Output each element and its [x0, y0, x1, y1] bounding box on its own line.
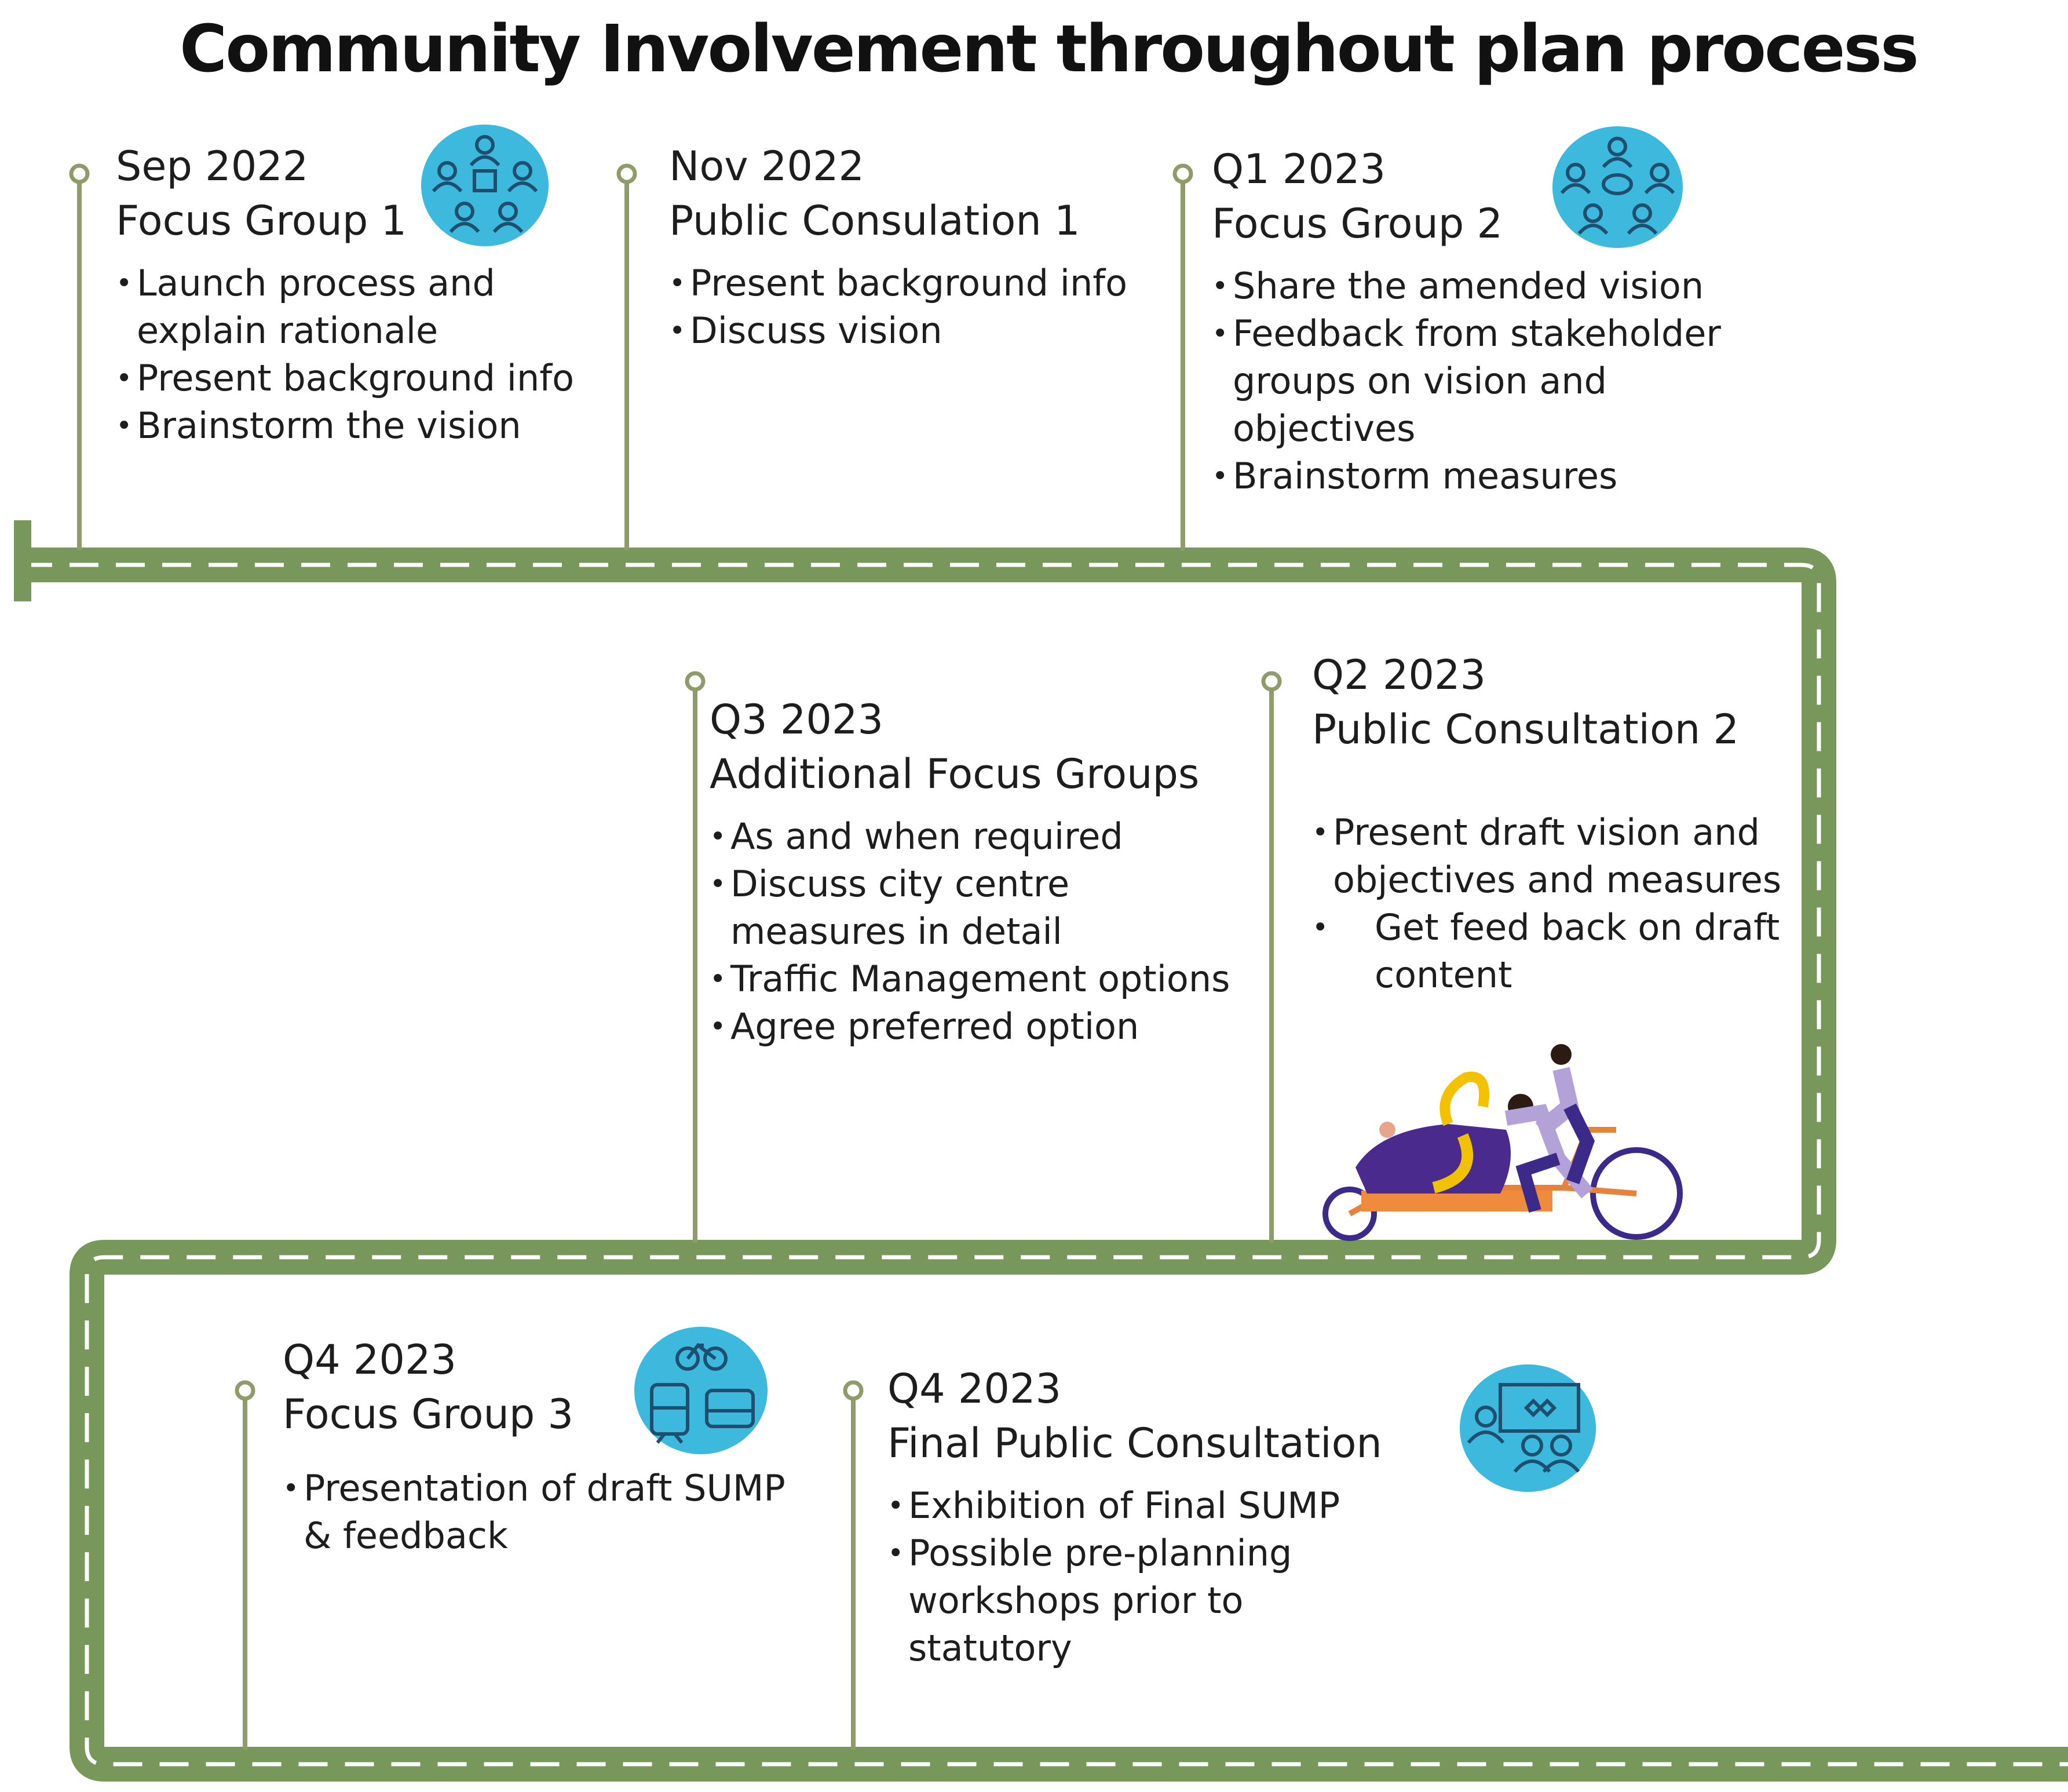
milestone-name: Public Consultation 2 [1312, 706, 1739, 753]
bullet-item: Traffic Management options [710, 955, 1231, 1003]
milestone-name: Additional Focus Groups [710, 750, 1200, 798]
milestone-bullets: Presentation of draft SUMP & feedback [283, 1465, 804, 1560]
milestone-sep-2022: Sep 2022 Focus Group 1 Launch process an… [116, 139, 626, 450]
milestone-q2-2023: Q2 2023 Public Consultation 2 Present dr… [1312, 648, 1810, 999]
milestone-date: Sep 2022 [116, 143, 309, 190]
road-centre-dashes [23, 563, 2068, 1767]
stem-7-dot [843, 1380, 864, 1401]
milestone-name: Public Consulation 1 [669, 197, 1080, 244]
bullet-item: Presentation of draft SUMP & feedback [283, 1465, 813, 1560]
stem-3-dot [1172, 163, 1193, 184]
milestone-date: Q4 2023 [283, 1336, 457, 1384]
bullet-item: Discuss city centre measures in detail [710, 860, 1231, 955]
transport-modes-icon [634, 1327, 768, 1454]
milestone-bullets: As and when required Discuss city centre… [710, 813, 1231, 1050]
milestone-nov-2022: Nov 2022 Public Consulation 1 Present ba… [669, 139, 1161, 355]
cargo-bike-illustration [1322, 1044, 1683, 1241]
milestone-q4-2023-final-consultation: Q4 2023 Final Public Consultation Exhibi… [887, 1362, 1438, 1672]
milestone-bullets: Present draft vision and objectives and … [1312, 809, 1810, 999]
milestone-bullets: Launch process and explain rationale Pre… [116, 260, 626, 450]
presentation-audience-icon [1460, 1364, 1596, 1492]
stem-6-dot [235, 1380, 255, 1401]
focus-group-people-icon [421, 125, 549, 246]
milestone-bullets: Present background info Discuss vision [669, 260, 1161, 355]
stem-1-dot [69, 163, 90, 184]
bullet-item: As and when required [710, 813, 1231, 860]
bullet-item: Get feed back on draft content [1312, 904, 1810, 999]
bullet-item: Agree preferred option [710, 1003, 1231, 1050]
bullet-item: Present background info [669, 260, 1161, 307]
stem-2-dot [616, 163, 637, 184]
bullet-item: Present draft vision and objectives and … [1312, 809, 1810, 904]
milestone-q4-2023-focus-group-3: Q4 2023 Focus Group 3 Presentation of dr… [283, 1333, 804, 1560]
road-start-cap [14, 520, 31, 601]
bullet-item: Discuss vision [669, 307, 1161, 355]
milestone-q1-2023: Q1 2023 Focus Group 2 Share the amended … [1212, 142, 1722, 500]
milestone-q3-2023: Q3 2023 Additional Focus Groups As and w… [710, 692, 1231, 1050]
milestone-date: Q1 2023 [1212, 145, 1386, 193]
milestone-date: Nov 2022 [669, 143, 865, 190]
milestone-date: Q4 2023 [887, 1365, 1062, 1413]
bullet-item: Share the amended vision [1212, 262, 1722, 310]
bullet-item: Feedback from stakeholder groups on visi… [1212, 310, 1722, 452]
stem-4-dot [685, 671, 706, 692]
milestone-bullets: Exhibition of Final SUMP Possible pre-pl… [887, 1482, 1438, 1672]
milestone-date: Q3 2023 [710, 696, 884, 743]
bullet-item: Present background info [116, 355, 626, 402]
milestone-name: Focus Group 2 [1212, 200, 1503, 247]
bullet-item: Brainstorm measures [1212, 452, 1722, 500]
bullet-item: Possible pre-planning workshops prior to… [887, 1530, 1412, 1672]
milestone-name: Final Public Consultation [887, 1419, 1382, 1467]
bullet-item: Exhibition of Final SUMP [887, 1482, 1438, 1530]
bullet-item: Brainstorm the vision [116, 402, 626, 450]
milestone-name: Focus Group 3 [283, 1390, 574, 1438]
bullet-item: Launch process and explain rationale [116, 260, 626, 355]
milestone-bullets: Share the amended vision Feedback from s… [1212, 262, 1722, 500]
discussion-group-icon [1552, 126, 1683, 248]
stem-5-dot [1261, 671, 1282, 692]
page-title: Community Involvement throughout plan pr… [180, 12, 1919, 87]
milestone-date: Q2 2023 [1312, 651, 1486, 699]
milestone-name: Focus Group 1 [116, 197, 407, 244]
